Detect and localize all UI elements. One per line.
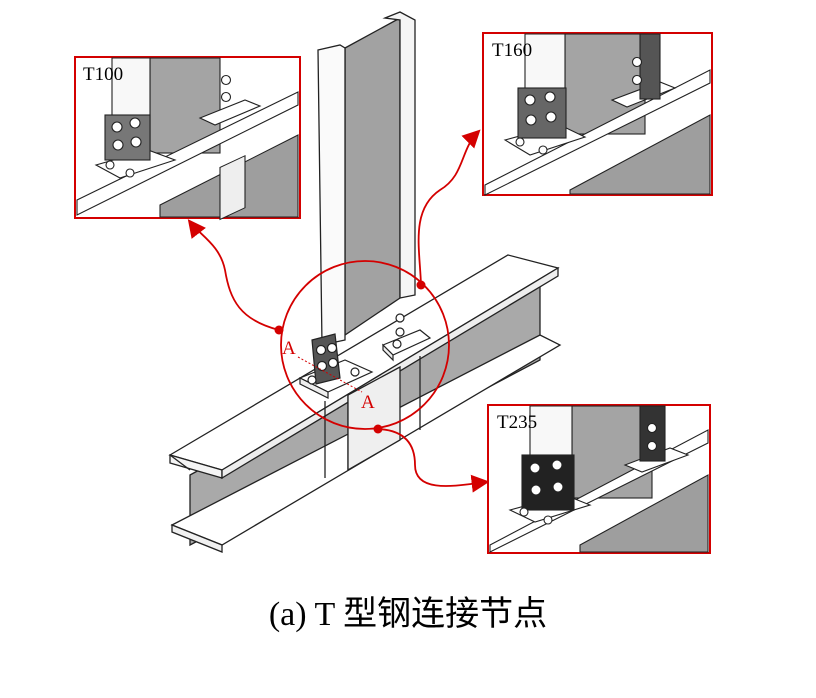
detail-callouts	[187, 129, 490, 493]
inset-label-t100: T100	[83, 64, 123, 85]
callout-dots	[274, 280, 426, 434]
column	[317, 11, 416, 346]
section-mark-a-left: A	[282, 338, 296, 359]
inset-label-t235: T235	[497, 412, 537, 433]
section-mark-a-right: A	[361, 392, 375, 413]
inset-label-t160: T160	[492, 40, 532, 61]
inset-t235: T235	[487, 404, 711, 554]
inset-t100: T100	[74, 56, 301, 221]
figure-caption: (a) T 型钢连接节点	[268, 596, 548, 633]
inset-t160: T160	[482, 32, 713, 196]
t-stub-connections	[298, 313, 432, 399]
i-beam	[168, 254, 562, 553]
